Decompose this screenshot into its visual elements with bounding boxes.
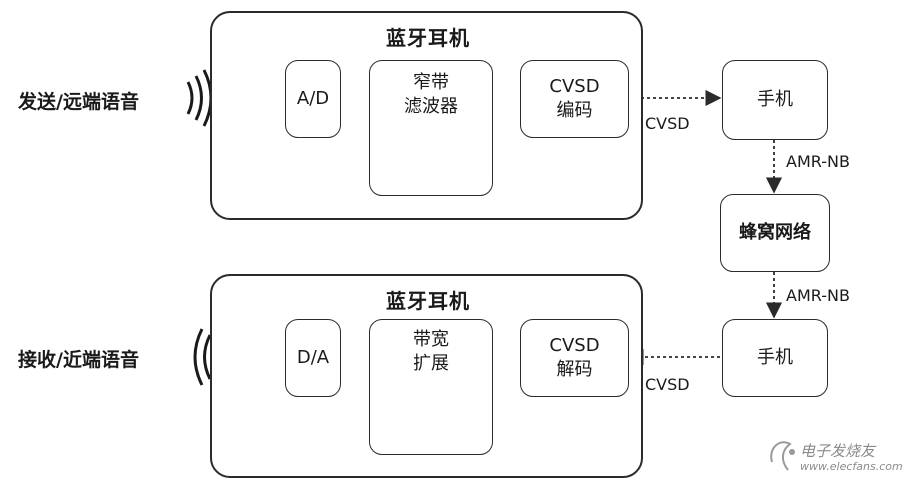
filter-label-line2: 滤波器	[404, 96, 458, 117]
cellular-network-label: 蜂窝网络	[739, 222, 811, 243]
filter-label-line1: 窄带	[413, 72, 449, 93]
phone-block-top: 手机	[722, 60, 828, 140]
bandwidth-expansion-block: 带宽 扩展	[369, 319, 493, 455]
cvsd-link-label-bottom: CVSD	[645, 375, 690, 394]
narrowband-filter-block: 窄带 滤波器	[369, 60, 493, 196]
cvsd-link-label-top: CVSD	[645, 114, 690, 133]
encoder-label-line1: CVSD	[549, 76, 600, 97]
phone-block-bottom: 手机	[722, 319, 828, 397]
watermark-url: www.elecfans.com	[800, 460, 903, 473]
decoder-label-line2: 解码	[556, 359, 593, 380]
da-converter-block: D/A	[285, 319, 341, 397]
watermark-logo-icon	[770, 441, 795, 471]
amr-nb-label-top: AMR-NB	[786, 152, 850, 171]
expand-label-line1: 带宽	[413, 329, 449, 350]
cellular-network-block: 蜂窝网络	[720, 194, 830, 272]
sound-wave-icon-top	[186, 69, 213, 127]
ad-converter-block: A/D	[285, 60, 341, 138]
receive-near-end-voice-label: 接收/近端语音	[18, 349, 139, 371]
da-converter-label: D/A	[296, 347, 330, 368]
watermark-cn: 电子发烧友	[800, 442, 876, 460]
amr-nb-label-bottom: AMR-NB	[786, 286, 850, 305]
decoder-label-line1: CVSD	[549, 335, 600, 356]
ad-converter-label: A/D	[296, 88, 330, 109]
headset-bottom-title: 蓝牙耳机	[386, 289, 470, 313]
phone-bottom-label: 手机	[757, 347, 793, 368]
encoder-label-line2: 编码	[556, 100, 593, 121]
phone-top-label: 手机	[757, 89, 793, 110]
expand-label-line2: 扩展	[413, 353, 449, 374]
send-far-end-voice-label: 发送/远端语音	[18, 91, 139, 113]
cvsd-encoder-block: CVSD 编码	[520, 60, 629, 138]
headset-top-title: 蓝牙耳机	[386, 26, 470, 50]
cvsd-decoder-block: CVSD 解码	[520, 319, 629, 397]
watermark-text: 电子发烧友 www.elecfans.com	[800, 443, 903, 475]
